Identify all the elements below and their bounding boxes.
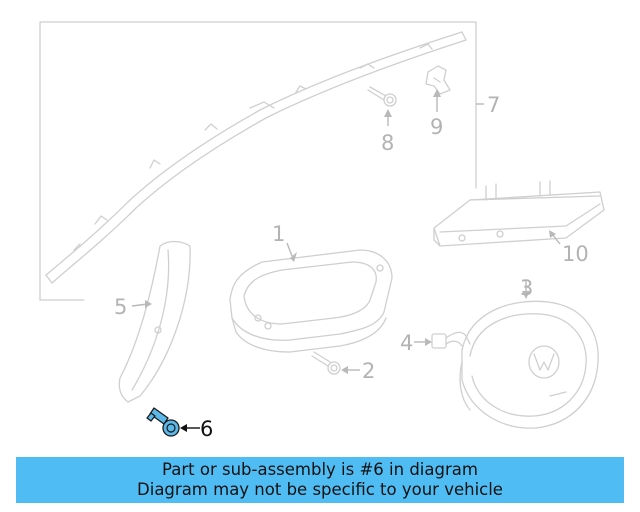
- callout-9[interactable]: 9: [430, 115, 443, 139]
- info-banner: Part or sub-assembly is #6 in diagram Di…: [16, 457, 624, 503]
- parts-diagram: 1 2 3 4 5 6 7 8 9 10: [39, 21, 605, 441]
- clip-9-drawing: [425, 65, 451, 95]
- callout-4[interactable]: 4: [400, 331, 413, 355]
- callout-5[interactable]: 5: [114, 295, 127, 319]
- passenger-airbag-module-1: [229, 249, 393, 353]
- callout-3[interactable]: 3: [520, 276, 533, 300]
- curtain-airbag-frame: [39, 21, 477, 301]
- banner-part-line: Part or sub-assembly is #6 in diagram: [162, 460, 478, 479]
- trim-panel-5: [118, 240, 191, 403]
- bolt-6-highlighted: [146, 407, 180, 437]
- callout-1[interactable]: 1: [272, 222, 285, 246]
- connector-4-drawing: [431, 331, 471, 349]
- bolt-2-drawing: [311, 351, 341, 375]
- callout-10[interactable]: 10: [562, 242, 589, 266]
- leader-lines: [131, 89, 561, 432]
- banner-disclaimer-line: Diagram may not be specific to your vehi…: [137, 480, 503, 499]
- bolt-8-drawing: [367, 86, 397, 107]
- knee-airbag-module-10: [433, 180, 605, 247]
- callout-7[interactable]: 7: [487, 93, 500, 117]
- driver-airbag-3: [459, 300, 599, 429]
- callout-6[interactable]: 6: [200, 417, 213, 441]
- callout-2[interactable]: 2: [362, 359, 375, 383]
- callout-8[interactable]: 8: [381, 131, 394, 155]
